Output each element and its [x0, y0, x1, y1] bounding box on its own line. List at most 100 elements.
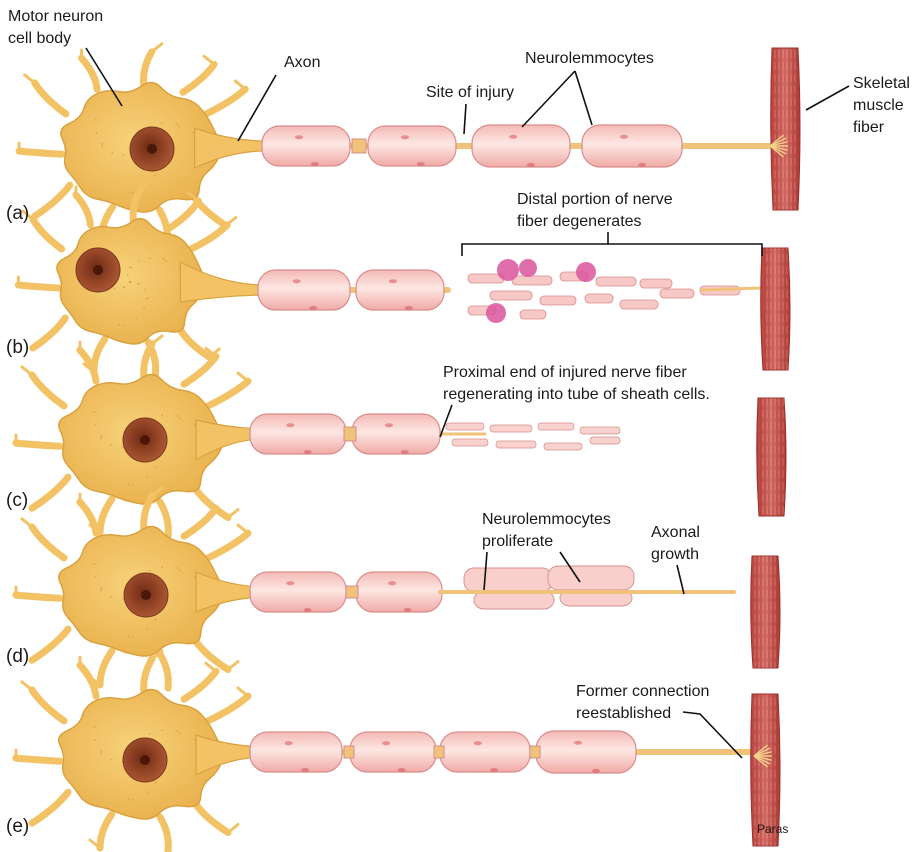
node-of-ranvier — [346, 586, 358, 598]
cytoplasm-speckle — [122, 324, 124, 326]
sheath-cell-tube — [496, 441, 536, 448]
myelin-sheath-segment — [350, 732, 436, 772]
cytoplasm-speckle — [100, 589, 102, 591]
cytoplasm-speckle — [119, 324, 121, 326]
cytoplasm-speckle — [94, 563, 96, 565]
cytoplasm-speckle — [101, 435, 103, 437]
sheath-cell-tube — [580, 427, 620, 434]
dendrite-branch — [235, 81, 245, 89]
cytoplasm-speckle — [179, 569, 181, 571]
dendrite — [16, 595, 60, 598]
sheath-cell-tube — [590, 437, 620, 444]
cytoplasm-speckle — [129, 281, 131, 283]
cytoplasm-speckle — [138, 283, 140, 285]
dendrite-branch — [22, 367, 32, 375]
distal-label-line2: fiber degenerates — [517, 213, 642, 230]
sheath-nucleus — [398, 768, 406, 772]
cytoplasm-speckle — [154, 175, 156, 177]
myelin-sheath-segment — [582, 125, 682, 167]
cytoplasm-speckle — [147, 297, 149, 299]
sheath-nucleus — [404, 608, 412, 612]
sheath-nucleus — [309, 306, 317, 310]
sheath-nucleus — [286, 581, 294, 585]
dendrite-branch — [22, 682, 32, 690]
cytoplasm-speckle — [132, 799, 134, 801]
degenerating-fragment — [512, 276, 552, 285]
node-of-ranvier — [344, 427, 356, 441]
cytoplasm-speckle — [127, 274, 129, 276]
dendrite — [191, 225, 227, 249]
cytoplasm-speckle — [111, 444, 113, 446]
muscle-striations — [760, 398, 784, 516]
panel-b-illustration — [18, 181, 790, 375]
dendrite — [32, 527, 64, 558]
dendrite — [184, 508, 216, 536]
cytoplasm-speckle — [95, 119, 97, 121]
cytoplasm-speckle — [122, 446, 124, 448]
cytoplasm-speckle — [146, 791, 148, 793]
artist-signature: Paras — [757, 822, 788, 836]
cell-body-label-line1: Motor neuron — [8, 8, 103, 25]
dendrite — [33, 219, 62, 249]
panel-label-a: (a) — [6, 203, 29, 224]
myelin-sheath-segment — [250, 732, 342, 772]
macrophage — [486, 303, 506, 323]
sheath-cell-tube — [490, 425, 532, 432]
distal-axon-remnant — [700, 288, 762, 290]
cytoplasm-speckle — [178, 125, 180, 127]
muscle-striations — [774, 48, 798, 210]
cytoplasm-speckle — [155, 619, 157, 621]
cytoplasm-speckle — [161, 414, 163, 416]
cytoplasm-speckle — [96, 132, 98, 134]
dendrite — [196, 642, 228, 670]
axonal-growth-leader — [677, 565, 684, 594]
sheath-nucleus — [638, 163, 646, 167]
myelin-sheath-segment — [368, 126, 456, 166]
node-of-ranvier — [530, 746, 540, 758]
sheath-nucleus — [301, 768, 309, 772]
cytoplasm-speckle — [138, 260, 140, 262]
cytoplasm-speckle — [165, 260, 167, 262]
proximal-leader — [440, 405, 452, 437]
panel-d-illustration — [16, 488, 780, 688]
dendrite — [180, 330, 209, 357]
dendrite — [100, 814, 112, 848]
dendrite — [16, 443, 60, 446]
sheath-nucleus — [592, 769, 600, 773]
dendrite-branch — [204, 56, 214, 64]
cytoplasm-speckle — [132, 192, 134, 194]
axonal-growth-label-line2: growth — [651, 546, 699, 563]
proliferate-label-line1: Neurolemmocytes — [482, 511, 611, 528]
dendrite-branch — [25, 75, 35, 83]
cytoplasm-speckle — [102, 143, 104, 145]
cytoplasm-speckle — [177, 567, 179, 569]
degenerating-fragment — [620, 300, 658, 309]
cytoplasm-speckle — [129, 267, 131, 269]
degenerating-fragment — [640, 279, 672, 288]
cytoplasm-speckle — [149, 733, 151, 735]
myelin-sheath-segment — [352, 414, 440, 454]
cytoplasm-speckle — [177, 415, 179, 417]
cytoplasm-speckle — [94, 739, 96, 741]
macrophage — [519, 259, 537, 277]
node-of-ranvier — [352, 139, 366, 153]
sheath-nucleus — [417, 162, 425, 166]
skeletal-label-line1: Skeletal — [853, 75, 910, 92]
cytoplasm-speckle — [176, 123, 178, 125]
dendrite — [32, 375, 64, 406]
dendrite — [35, 83, 66, 114]
panel-e-illustration — [16, 651, 780, 851]
sheath-nucleus — [293, 279, 301, 283]
dendrite-branch — [238, 688, 248, 696]
cytoplasm-speckle — [155, 467, 157, 469]
degenerating-fragment — [520, 310, 546, 319]
sheath-nucleus — [304, 450, 312, 454]
cytoplasm-speckle — [143, 308, 145, 310]
dendrite-branch — [206, 663, 216, 671]
proliferate-label-line2: proliferate — [482, 533, 553, 550]
cytoplasm-speckle — [111, 152, 113, 154]
sheath-nucleus — [385, 423, 393, 427]
cytoplasm-speckle — [177, 730, 179, 732]
distal-bracket — [462, 244, 762, 256]
